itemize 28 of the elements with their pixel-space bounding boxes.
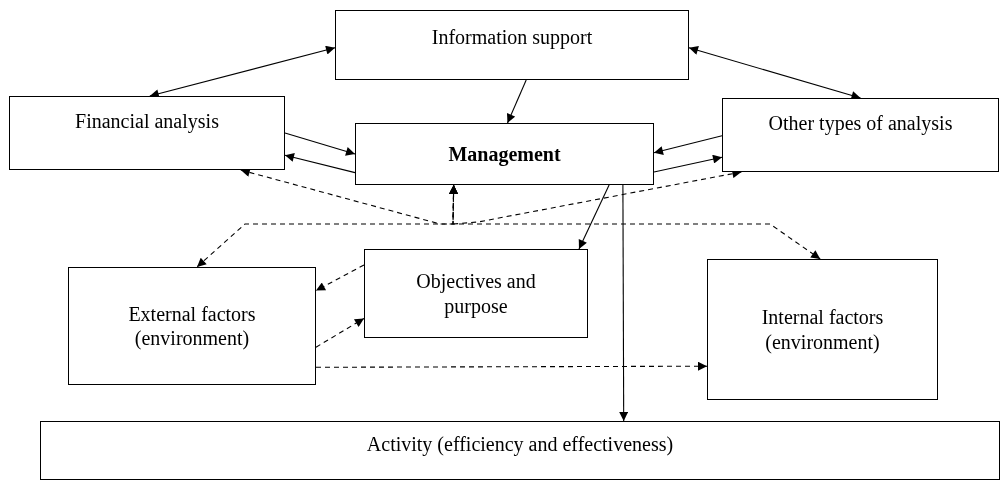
box-label: Activity (efficiency and effectiveness) [366,432,674,457]
box-label: Financial analysis [75,109,219,134]
box-label: Information support [431,25,593,50]
dashed-arrow [315,361,708,371]
box-label: Other types of analysis [768,111,953,136]
arrow [284,153,356,174]
process-box [722,98,999,172]
process-box [707,259,938,400]
arrow [578,184,610,250]
box-label: External factors (environment) [127,301,257,351]
process-box [68,267,316,385]
process-box [335,10,689,80]
process-box [355,123,654,185]
arrow [619,184,629,422]
process-box [9,96,285,170]
arrow [284,132,356,156]
dashed-arrow [315,317,365,348]
box-label: Internal factors (environment) [760,305,885,354]
arrow [653,154,723,173]
arrow [506,79,527,124]
arrow [688,46,862,100]
process-box [364,249,588,338]
arrow [653,135,723,155]
box-label: Objectives and purpose [415,269,537,318]
dashed-arrow [449,184,821,260]
dashed-arrow [315,264,365,292]
process-box [40,421,1000,480]
box-label: Management [448,141,561,167]
